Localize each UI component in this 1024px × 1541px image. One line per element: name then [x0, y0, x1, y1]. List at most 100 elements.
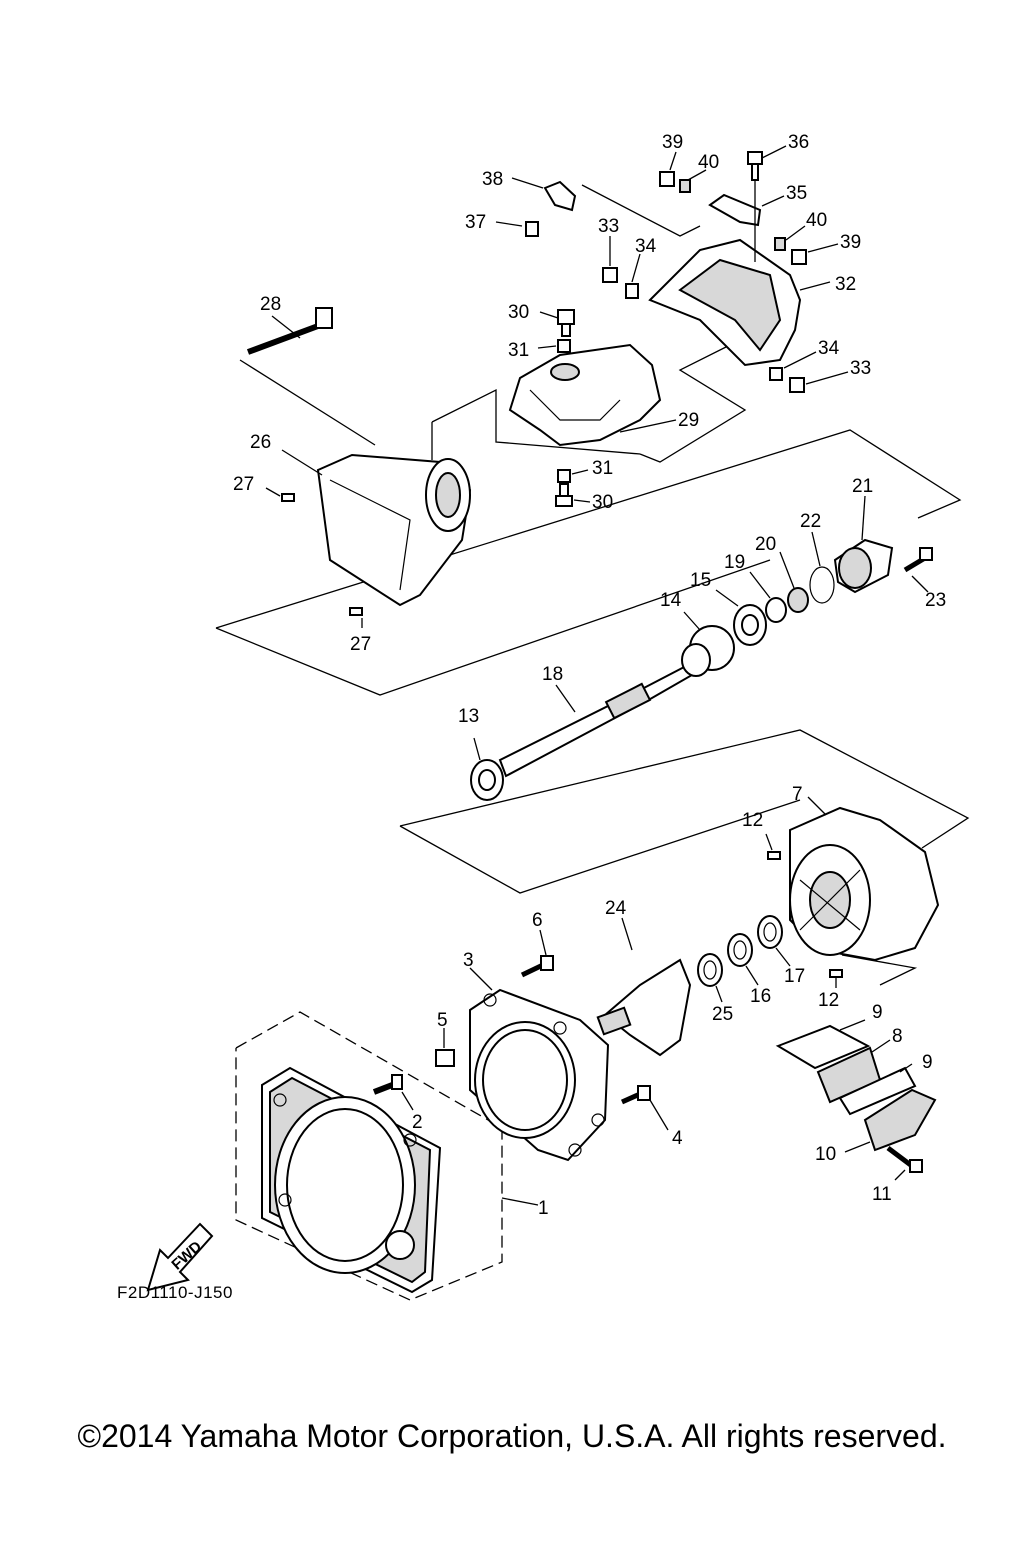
callout-30b: 30 — [592, 492, 613, 513]
part-9-gasket-a — [775, 1019, 871, 1070]
part-3-intake-housing — [469, 967, 610, 1162]
callout-20: 20 — [755, 534, 776, 555]
part-33-bolt-a — [602, 236, 618, 283]
part-9-gasket-b — [838, 1063, 917, 1116]
part-34-collar-b — [769, 351, 817, 381]
part-6-bolt — [520, 929, 554, 978]
part-30-bolt-b — [555, 483, 591, 507]
part-25-ring — [697, 953, 723, 1003]
part-31-collar-a — [537, 339, 571, 353]
callout-33a: 33 — [598, 216, 619, 237]
part-40-washer-a — [679, 169, 707, 193]
callout-6: 6 — [532, 910, 543, 931]
part-27-pin-b — [349, 607, 363, 628]
part-11-bolt — [886, 1146, 923, 1181]
part-33-bolt-b — [789, 371, 849, 393]
callout-labels: 1 2 3 4 5 6 7 8 9 9 10 11 12 12 13 14 15… — [233, 132, 946, 1219]
callout-40b: 40 — [806, 210, 827, 231]
part-13-bearing — [470, 737, 504, 801]
drawing-code: F2D1110-J150 — [117, 1283, 233, 1302]
part-7-pump-housing — [789, 796, 940, 962]
part-4-bolt — [620, 1085, 669, 1131]
callout-37: 37 — [465, 212, 486, 233]
callout-31a: 31 — [508, 340, 529, 361]
callout-39b: 39 — [840, 232, 861, 253]
part-17-ring — [757, 915, 791, 967]
part-38-bracket — [511, 177, 577, 212]
callout-30a: 30 — [508, 302, 529, 323]
callout-34a: 34 — [635, 236, 657, 257]
callout-19: 19 — [724, 552, 745, 573]
part-19-washer — [749, 571, 787, 623]
callout-40a: 40 — [698, 152, 719, 173]
callout-34b: 34 — [818, 338, 840, 359]
part-18-drive-shaft — [498, 663, 694, 778]
part-5-collar — [435, 1028, 455, 1067]
callout-12a: 12 — [742, 810, 763, 831]
callout-12b: 12 — [818, 990, 839, 1011]
part-39-nut-b — [791, 243, 839, 265]
callout-27a: 27 — [233, 474, 254, 495]
part-15-bearing — [715, 589, 767, 646]
part-28-long-bolt — [246, 307, 333, 355]
part-36-bolt — [747, 145, 787, 262]
part-30-bolt-a — [539, 309, 575, 337]
part-14-sleeve — [681, 611, 735, 677]
callout-25: 25 — [712, 1004, 733, 1025]
part-16-ring — [727, 933, 759, 986]
callout-38: 38 — [482, 169, 503, 190]
assembly-guide-lines — [215, 184, 970, 1301]
callout-8: 8 — [892, 1026, 903, 1047]
callout-31b: 31 — [592, 458, 613, 479]
callout-18: 18 — [542, 664, 563, 685]
callout-27b: 27 — [350, 634, 371, 655]
part-24-impeller — [596, 917, 692, 1057]
part-40-washer-b — [774, 225, 806, 251]
callout-32: 32 — [835, 274, 856, 295]
callout-33b: 33 — [850, 358, 871, 379]
callout-35: 35 — [786, 183, 807, 204]
callout-29: 29 — [678, 410, 699, 431]
part-12-pin-a — [765, 833, 781, 860]
part-39-nut-a — [659, 151, 677, 187]
part-21-cap — [833, 495, 894, 594]
callout-5: 5 — [437, 1010, 448, 1031]
copyright-notice: ©2014 Yamaha Motor Corporation, U.S.A. A… — [77, 1418, 947, 1454]
callout-15: 15 — [690, 570, 711, 591]
part-2-bolt — [372, 1074, 414, 1111]
part-34-collar-a — [625, 253, 641, 299]
callout-24: 24 — [605, 898, 627, 919]
callout-2: 2 — [412, 1112, 423, 1133]
part-29-nozzle — [508, 343, 677, 447]
part-31-collar-b — [557, 469, 589, 483]
callout-14: 14 — [660, 590, 682, 611]
part-37-bolt — [495, 221, 539, 237]
callout-1: 1 — [538, 1198, 549, 1219]
callout-17: 17 — [784, 966, 805, 987]
callout-9a: 9 — [872, 1002, 883, 1023]
part-12-pin-b — [829, 969, 843, 988]
forward-direction-arrow: FWD — [146, 1222, 214, 1292]
part-32-deflector — [648, 238, 831, 367]
callout-39a: 39 — [662, 132, 683, 153]
part-22-o-ring — [809, 531, 835, 604]
callout-26: 26 — [250, 432, 271, 453]
callout-10: 10 — [815, 1144, 836, 1165]
callout-16: 16 — [750, 986, 771, 1007]
part-23-bolt — [903, 547, 933, 593]
part-20-nut — [779, 551, 809, 613]
callout-3: 3 — [463, 950, 474, 971]
callout-22: 22 — [800, 511, 821, 532]
callout-9b: 9 — [922, 1052, 933, 1073]
callout-21: 21 — [852, 476, 873, 497]
part-10-cover — [844, 1088, 937, 1153]
part-26-nozzle-housing — [281, 449, 472, 607]
callout-13: 13 — [458, 706, 479, 727]
callout-7: 7 — [792, 784, 803, 805]
part-27-pin-a — [265, 487, 295, 502]
callout-36: 36 — [788, 132, 809, 153]
callout-4: 4 — [672, 1128, 683, 1149]
callout-11: 11 — [872, 1184, 892, 1205]
callout-23: 23 — [925, 590, 946, 611]
